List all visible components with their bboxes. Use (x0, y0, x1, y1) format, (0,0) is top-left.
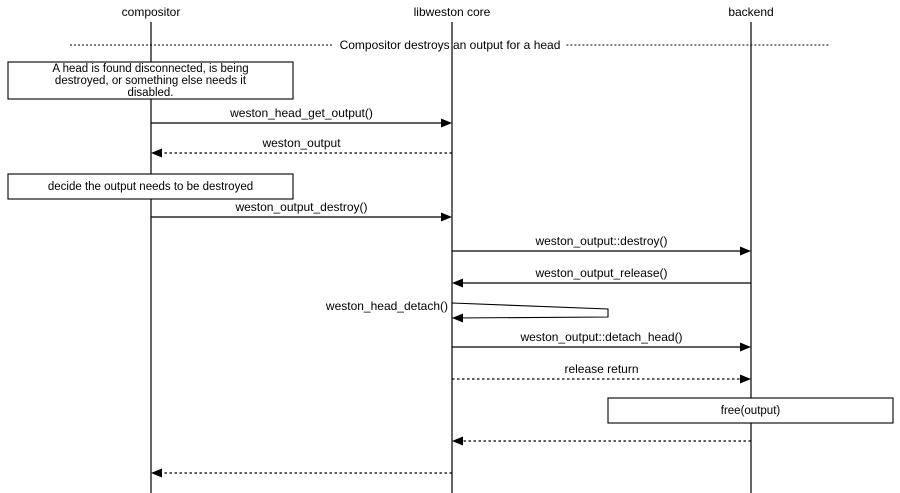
notes-layer: A head is found disconnected, is beingde… (7, 61, 894, 424)
message-msg-weston-output-destroy: weston_output_destroy() (151, 200, 452, 222)
message-msg-weston-output-release: weston_output_release() (452, 266, 751, 288)
message-msg-weston-output-destroy-cb: weston_output::destroy() (452, 234, 751, 256)
note-box-note-head-disconnected (7, 61, 294, 100)
arrowhead-msg-weston-output-release (452, 278, 463, 288)
arrowhead-msg-weston-head-detach (452, 313, 463, 323)
messages-layer: weston_head_get_output() weston_outputwes… (151, 106, 751, 478)
note-box-note-free-output (607, 397, 894, 424)
arrowhead-msg-core-return (151, 468, 162, 478)
lifelines-layer: compositor libweston core backend (122, 5, 774, 493)
arrowhead-msg-weston-output-destroy (441, 212, 452, 222)
note-line-note-head-disconnected-0: A head is found disconnected, is being (52, 63, 248, 75)
lifeline-label-libweston-core: libweston core (414, 5, 491, 19)
lifeline-label-backend: backend (728, 5, 773, 19)
message-msg-weston-output-detach-head: weston_output::detach_head() (452, 330, 751, 352)
title-layer: Compositor destroys an output for a head (70, 38, 830, 52)
lifeline-label-compositor: compositor (122, 5, 181, 19)
note-note-free-output: free(output) (607, 397, 894, 424)
note-line-note-decide-destroy-0: decide the output needs to be destroyed (48, 181, 253, 193)
arrowhead-msg-weston-output-return (151, 148, 162, 158)
message-msg-weston-output-return: weston_output (151, 136, 452, 158)
arrowhead-msg-weston-head-get-output (441, 118, 452, 128)
message-msg-core-return (151, 468, 452, 478)
message-label-msg-weston-output-destroy: weston_output_destroy() (234, 200, 367, 214)
message-msg-weston-head-get-output: weston_head_get_output() (151, 106, 452, 128)
message-label-msg-weston-output-destroy-cb: weston_output::destroy() (534, 234, 667, 248)
note-line-note-head-disconnected-2: disabled. (127, 87, 173, 99)
arrowhead-msg-release-return (740, 374, 751, 384)
self-call-wedge-msg-weston-head-detach (451, 302, 609, 319)
arrowhead-msg-weston-output-detach-head (740, 342, 751, 352)
message-label-msg-weston-head-get-output: weston_head_get_output() (229, 106, 373, 120)
note-note-decide-destroy: decide the output needs to be destroyed (7, 173, 294, 200)
message-label-msg-weston-output-release: weston_output_release() (534, 266, 667, 280)
message-label-msg-weston-head-detach: weston_head_detach() (325, 299, 448, 313)
diagram-title: Compositor destroys an output for a head (340, 38, 561, 52)
message-label-msg-weston-output-detach-head: weston_output::detach_head() (519, 330, 682, 344)
arrowhead-msg-backend-return (452, 436, 463, 446)
message-label-msg-release-return: release return (564, 362, 638, 376)
note-note-head-disconnected: A head is found disconnected, is beingde… (7, 61, 294, 100)
note-box-note-decide-destroy (7, 173, 294, 200)
message-label-msg-weston-output-return: weston_output (261, 136, 341, 150)
note-line-note-free-output-0: free(output) (721, 405, 781, 417)
message-msg-weston-head-detach: weston_head_detach() (325, 299, 609, 323)
message-msg-release-return: release return (452, 362, 751, 384)
note-line-note-head-disconnected-1: destroyed, or something else needs it (55, 75, 247, 87)
message-msg-backend-return (452, 436, 751, 446)
arrowhead-msg-weston-output-destroy-cb (740, 246, 751, 256)
